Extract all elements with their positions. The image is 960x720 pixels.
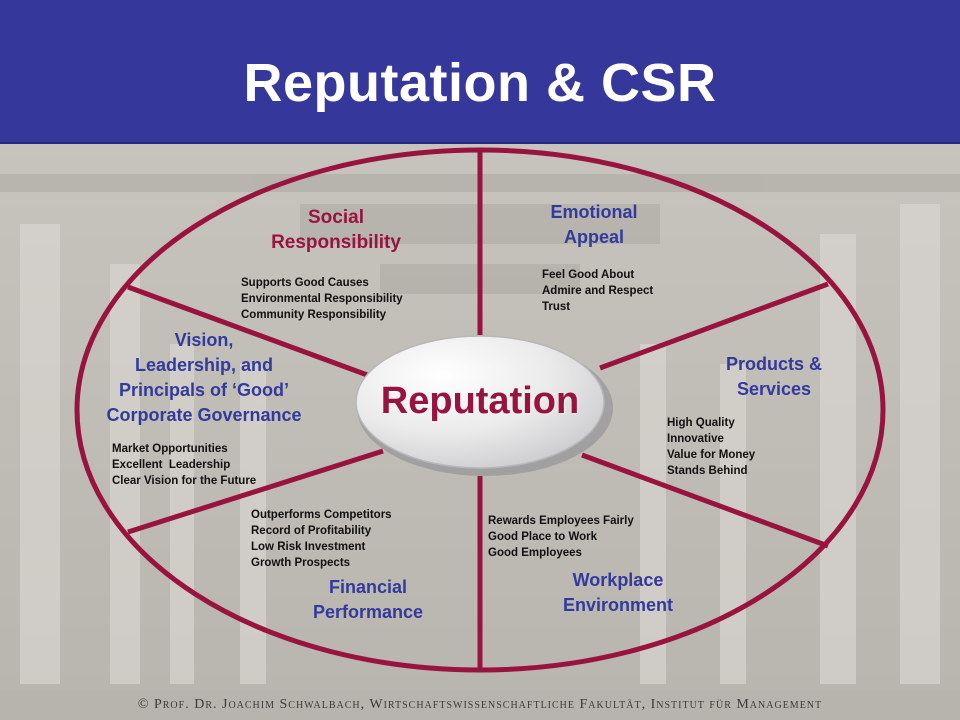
center-ellipse (355, 335, 605, 469)
products-services-title: Products & Services (725, 354, 822, 399)
financial-performance-title: Financial Performance (312, 577, 424, 622)
list-item: Stands Behind (667, 465, 748, 477)
center-reputation-label: Reputation (380, 380, 580, 422)
list-item: High Quality (667, 417, 735, 429)
slide-title: Reputation & CSR (243, 53, 717, 113)
divider-upper-right (599, 281, 829, 371)
footer-bar: © Prof. Dr. Joachim Schwalbach, Wirtscha… (0, 690, 960, 720)
list-item: Clear Vision for the Future (112, 475, 257, 487)
list-item: Market Opportunities (112, 443, 228, 455)
list-item: Good Place to Work (488, 531, 598, 543)
title-bar: Reputation & CSR (0, 0, 960, 144)
list-item: Admire and Respect (542, 285, 654, 297)
social-responsibility-items: Supports Good Causes Environmental Respo… (241, 275, 403, 323)
emotional-appeal-items: Feel Good About Admire and Respect Trust (542, 267, 653, 315)
social-responsibility-title: Social Responsibility (271, 207, 401, 253)
workplace-environment-items: Rewards Employees Fairly Good Place to W… (488, 513, 634, 561)
products-services-items: High Quality Innovative Value for Money … (667, 415, 755, 479)
list-item: Low Risk Investment (251, 541, 366, 553)
divider-lower-right (581, 452, 829, 549)
list-item: Trust (542, 301, 571, 313)
list-item: Environmental Responsibility (241, 293, 403, 305)
background-building-image (0, 144, 960, 690)
list-item: Record of Profitability (251, 525, 372, 537)
workplace-environment-title: Workplace Environment (562, 570, 673, 615)
list-item: Excellent Leadership (112, 459, 231, 471)
divider-lower-left (127, 448, 384, 535)
divider-upper-left (127, 284, 371, 379)
list-item: Growth Prospects (251, 557, 351, 569)
list-item: Community Responsibility (241, 309, 387, 321)
footer-copyright: © Prof. Dr. Joachim Schwalbach, Wirtscha… (137, 697, 823, 712)
financial-performance-items: Outperforms Competitors Record of Profit… (251, 507, 392, 571)
list-item: Good Employees (488, 547, 582, 559)
emotional-appeal-title: Emotional Appeal (550, 202, 638, 247)
list-item: Innovative (667, 433, 724, 445)
list-item: Rewards Employees Fairly (488, 515, 634, 527)
vision-leadership-title: Vision, Leadership, and Principals of ‘G… (106, 330, 302, 425)
list-item: Outperforms Competitors (251, 509, 392, 521)
list-item: Value for Money (667, 449, 756, 461)
vision-leadership-items: Market Opportunities Excellent Leadershi… (112, 441, 256, 489)
list-item: Supports Good Causes (241, 277, 369, 289)
list-item: Feel Good About (542, 269, 635, 281)
